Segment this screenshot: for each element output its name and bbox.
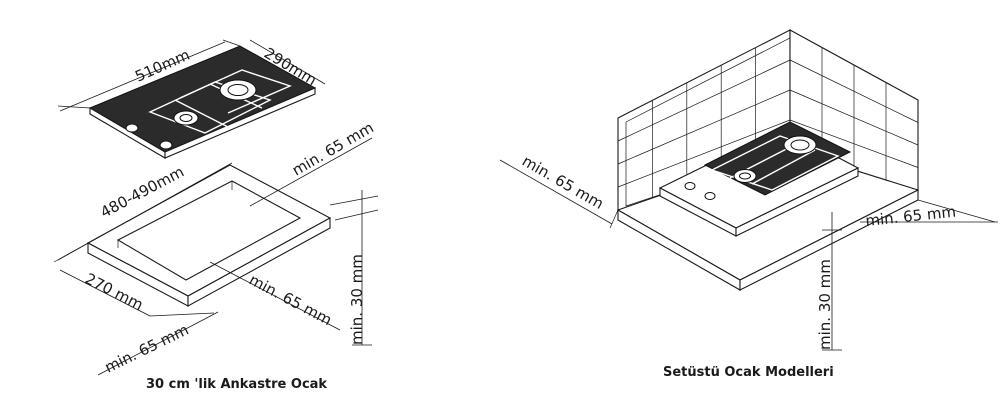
dim-min30-right-label: min. 30 mm [816, 259, 834, 350]
left-figure-built-in-hob: 510mm 290mm 480-490mm min. 65 mm [53, 39, 379, 392]
dim-min30-left-label: min. 30 mm [348, 254, 366, 345]
tile-line [617, 89, 791, 165]
tile-line [789, 119, 919, 168]
dim-min65-back-label: min. 65 mm [289, 118, 377, 179]
dim-min65-front: min. 65 mm [97, 311, 219, 377]
tile-line [617, 59, 791, 142]
dim-min65-side-label: min. 65 mm [246, 271, 335, 330]
right-caption: Setüstü Ocak Modelleri [663, 365, 834, 380]
tile-line [789, 59, 919, 123]
tile-line [617, 119, 791, 188]
dim-min65-left: min. 65 mm [499, 152, 619, 229]
left-hob-side-edge [164, 87, 316, 159]
countertop-cutout [86, 164, 332, 307]
dim-min65-front-label: min. 65 mm [102, 321, 192, 377]
dim-min30-right: min. 30 mm [816, 212, 842, 351]
dim-min30-left: min. 30 mm [329, 190, 379, 346]
left-caption: 30 cm 'lik Ankastre Ocak [146, 377, 327, 392]
right-hob [658, 121, 860, 237]
right-knob-2 [704, 192, 716, 200]
right-figure-countertop-hob: min. 65 mm min. 65 mm min. 30 mm Setüstü… [499, 29, 998, 380]
right-knob-1 [684, 182, 696, 190]
left-knob-2 [159, 140, 173, 150]
dim-min65-left-label: min. 65 mm [519, 152, 607, 213]
dim-min65-side: min. 65 mm [209, 261, 341, 331]
left-hob-grate [148, 69, 292, 134]
left-knob-1 [125, 123, 139, 133]
tile-line [789, 89, 919, 146]
left-hob [88, 45, 317, 159]
